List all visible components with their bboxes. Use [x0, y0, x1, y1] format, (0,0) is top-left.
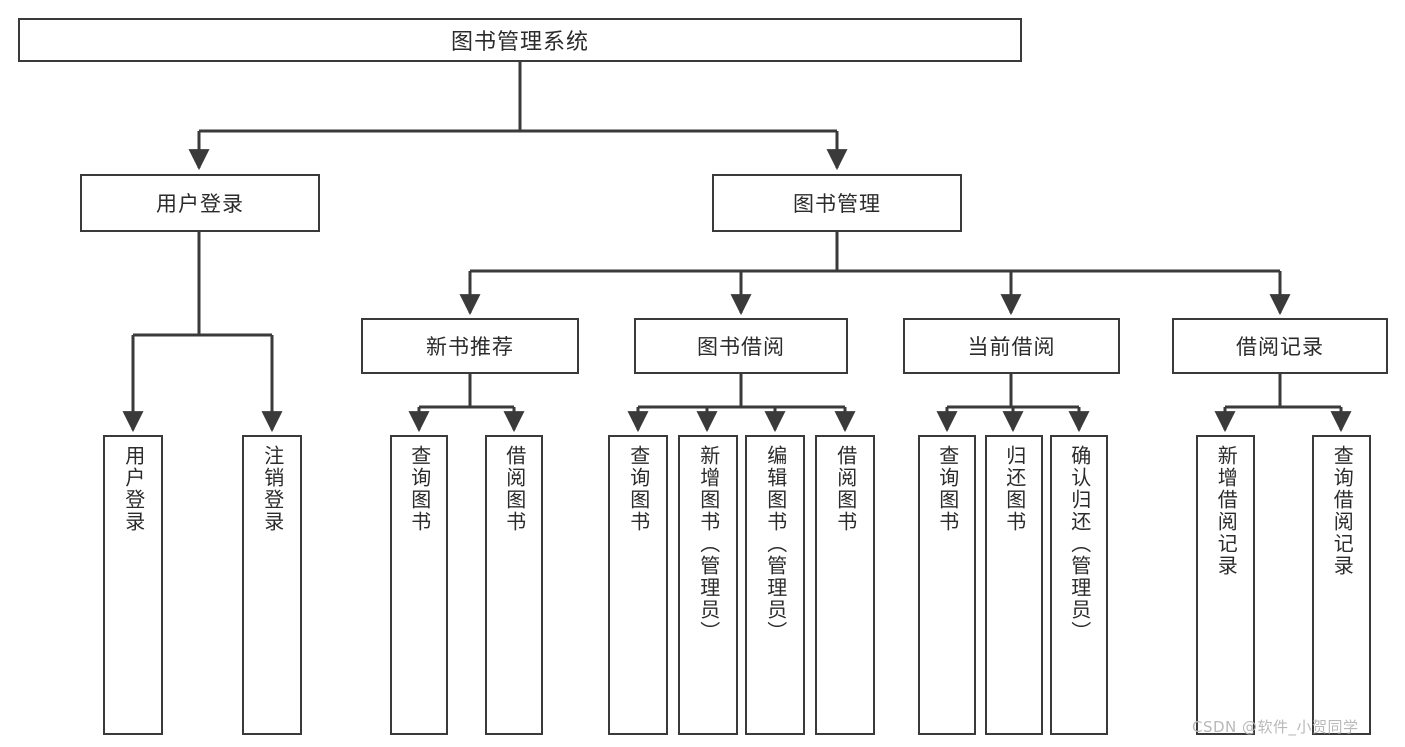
leaf-label: 新增借阅记录: [1214, 445, 1239, 577]
leaf-book-borrow-edit[interactable]: 编辑图书（管理员）: [745, 435, 805, 735]
leaf-label: 确认归还（管理员）: [1067, 445, 1092, 643]
leaf-new-book-borrow[interactable]: 借阅图书: [485, 435, 543, 735]
leaf-current-borrow-return[interactable]: 归还图书: [985, 435, 1043, 735]
leaf-book-borrow-add[interactable]: 新增图书（管理员）: [678, 435, 738, 735]
leaf-label: 查询图书: [407, 445, 432, 533]
leaf-label: 用户登录: [121, 445, 146, 533]
leaf-label: 归还图书: [1002, 445, 1027, 533]
leaf-book-borrow-query[interactable]: 查询图书: [608, 435, 668, 735]
leaf-user-login-signin[interactable]: 用户登录: [103, 435, 163, 735]
node-root-system[interactable]: 图书管理系统: [18, 18, 1022, 62]
leaf-label: 查询图书: [626, 445, 651, 533]
leaf-label: 编辑图书（管理员）: [763, 445, 788, 643]
leaf-new-book-query[interactable]: 查询图书: [390, 435, 448, 735]
node-book-borrow[interactable]: 图书借阅: [634, 318, 848, 374]
leaf-label: 查询借阅记录: [1330, 445, 1355, 577]
leaf-book-borrow-borrow[interactable]: 借阅图书: [815, 435, 875, 735]
node-user-login[interactable]: 用户登录: [80, 174, 320, 232]
csdn-watermark: CSDN @软件_小贺同学: [1192, 718, 1359, 736]
leaf-borrow-record-query[interactable]: 查询借阅记录: [1312, 435, 1371, 735]
leaf-current-borrow-confirm-return[interactable]: 确认归还（管理员）: [1050, 435, 1108, 735]
node-current-borrow[interactable]: 当前借阅: [903, 318, 1120, 374]
leaf-label: 借阅图书: [502, 445, 527, 533]
leaf-user-login-signout[interactable]: 注销登录: [242, 435, 302, 735]
leaf-borrow-record-add[interactable]: 新增借阅记录: [1196, 435, 1255, 735]
node-borrow-record[interactable]: 借阅记录: [1172, 318, 1388, 374]
leaf-label: 注销登录: [260, 445, 285, 533]
leaf-current-borrow-query[interactable]: 查询图书: [918, 435, 976, 735]
leaf-label: 查询图书: [935, 445, 960, 533]
node-new-book-recommend[interactable]: 新书推荐: [361, 318, 579, 374]
leaf-label: 新增图书（管理员）: [696, 445, 721, 643]
node-book-management[interactable]: 图书管理: [712, 174, 962, 232]
leaf-label: 借阅图书: [833, 445, 858, 533]
